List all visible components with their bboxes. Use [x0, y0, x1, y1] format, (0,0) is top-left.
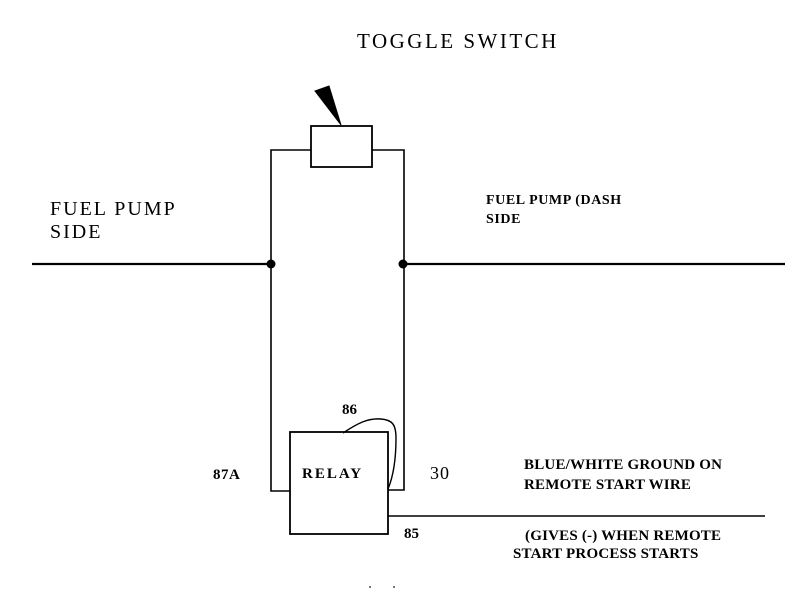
junction-dot-left — [266, 259, 276, 269]
fuel-pump-dash-line1: FUEL PUMP (DASH — [486, 193, 622, 208]
toggle-switch-body — [310, 125, 373, 168]
switch-left-wire — [270, 149, 311, 492]
switch-right-wire — [372, 149, 405, 491]
stray-dot — [393, 586, 395, 588]
fuel-pump-side-line1: FUEL PUMP — [50, 198, 177, 220]
terminal-87a-label: 87A — [213, 467, 241, 483]
ground-wire-note-line2: REMOTE START WIRE — [524, 477, 692, 493]
remote-start-note-line1: (GIVES (-) WHEN REMOTE — [525, 528, 722, 544]
remote-start-note-line2: START PROCESS STARTS — [513, 546, 699, 562]
stray-dot — [369, 586, 371, 588]
terminal-85-label: 85 — [404, 526, 419, 542]
terminal-86-label: 86 — [342, 402, 357, 418]
fuel-pump-side-label: FUEL PUMP SIDE — [50, 198, 177, 244]
ground-wire-note-line1: BLUE/WHITE GROUND ON — [524, 457, 723, 473]
relay-body — [289, 431, 389, 535]
terminal-30-label: 30 — [430, 463, 450, 483]
relay-86-coil-wire — [342, 418, 397, 490]
fuel-pump-dash-line2: SIDE — [486, 212, 522, 227]
toggle-switch-lever — [314, 85, 342, 126]
remote-start-note: (GIVES (-) WHEN REMOTE START PROCESS STA… — [513, 527, 721, 563]
relay-label: RELAY — [302, 466, 364, 482]
fuel-pump-dash-side-label: FUEL PUMP (DASH SIDE — [486, 191, 622, 229]
ground-wire-note: BLUE/WHITE GROUND ON REMOTE START WIRE — [524, 455, 722, 495]
diagram-title: TOGGLE SWITCH — [357, 29, 559, 53]
fuel-pump-side-line2: SIDE — [50, 221, 103, 243]
junction-dot-right — [398, 259, 408, 269]
